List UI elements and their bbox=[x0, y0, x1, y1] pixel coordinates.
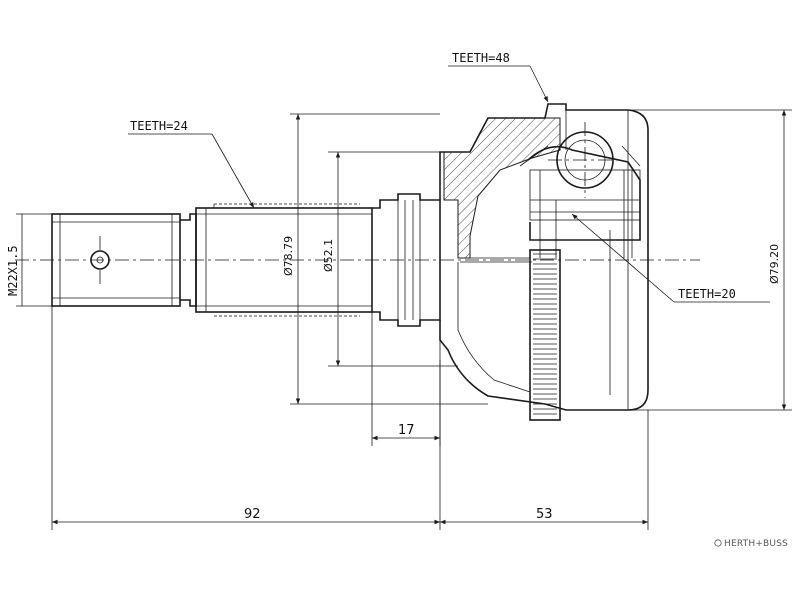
splined-shaft bbox=[180, 203, 373, 317]
dim-92-53 bbox=[51, 306, 649, 530]
label-teeth-48: TEETH=48 bbox=[452, 51, 510, 65]
dim-thread bbox=[16, 213, 52, 307]
abs-tone-ring bbox=[529, 249, 561, 421]
label-dim-53: 53 bbox=[536, 507, 553, 522]
dim-dia-79 bbox=[628, 109, 792, 411]
label-dia-52: Ø52.1 bbox=[322, 239, 335, 272]
label-teeth-24: TEETH=24 bbox=[130, 119, 188, 133]
label-dim-17: 17 bbox=[398, 423, 415, 438]
label-dia-78: Ø78.79 bbox=[282, 236, 295, 276]
collar bbox=[372, 193, 441, 327]
abs-ring-outline bbox=[529, 249, 561, 421]
label-dim-92: 92 bbox=[244, 507, 261, 522]
outer-bell-housing bbox=[439, 103, 649, 411]
dim-dia-52 bbox=[328, 151, 458, 367]
label-teeth-20: TEETH=20 bbox=[678, 287, 736, 301]
brand-logo: HERTH+BUSS bbox=[714, 539, 788, 549]
dim-dia-78 bbox=[290, 113, 488, 405]
label-thread: M22X1.5 bbox=[6, 245, 20, 296]
cotter-hole bbox=[90, 250, 110, 270]
hatched-section-upper bbox=[443, 117, 561, 259]
threaded-end bbox=[51, 213, 181, 307]
ball-cage bbox=[519, 122, 641, 258]
label-dia-79: Ø79.20 bbox=[768, 244, 781, 284]
brand-text: HERTH+BUSS bbox=[724, 539, 788, 549]
